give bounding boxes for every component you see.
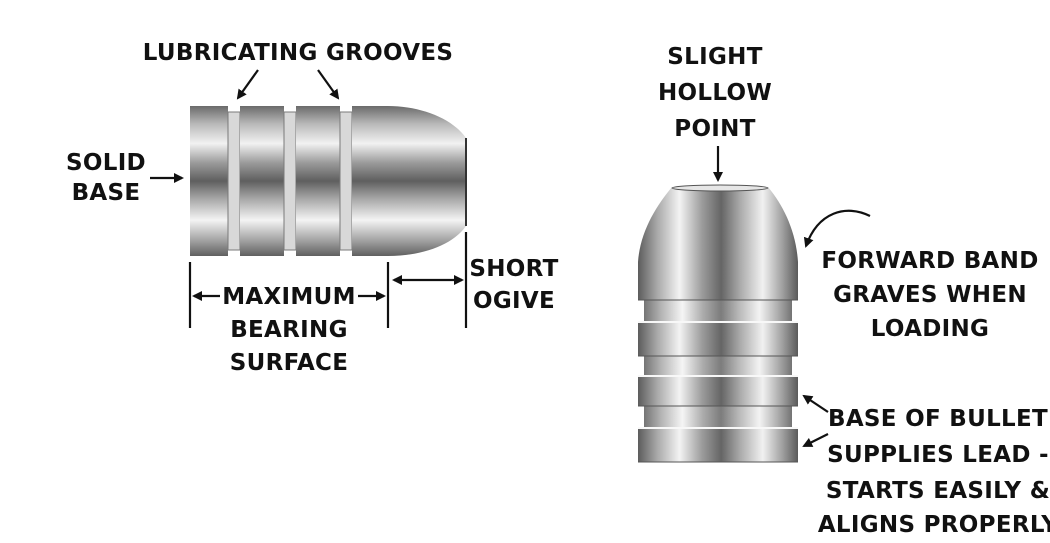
right-bullet-forward-band [638, 262, 798, 300]
short-ogive-label-line2: OGIVE [473, 288, 555, 314]
base-label-line1: BASE OF BULLET [828, 406, 1048, 432]
right-bullet-nose [638, 187, 798, 262]
bearing-label-line3: SURFACE [230, 350, 349, 376]
left-annotations [150, 69, 468, 328]
base-arrow-lower [802, 433, 829, 447]
right-bullet-groove [644, 406, 792, 428]
short-ogive-label-line1: SHORT [469, 256, 558, 282]
right-bullet-base-band [638, 428, 798, 462]
left-bullet-band [296, 106, 340, 256]
bearing-label-line2: BEARING [230, 317, 348, 343]
hollow-point-label-line2: HOLLOW [658, 80, 772, 106]
groove-arrow-right [317, 69, 340, 100]
lubricating-grooves-label: LUBRICATING GROOVES [143, 40, 453, 66]
left-bullet-ogive [388, 106, 466, 256]
left-bullet-groove [339, 111, 353, 251]
left-bullet [190, 106, 467, 256]
right-annotations [713, 146, 871, 447]
left-bullet-base-band [190, 106, 228, 256]
base-arrow-upper [802, 394, 829, 413]
bearing-label-line1: MAXIMUM [222, 284, 356, 310]
right-bullet [638, 184, 798, 463]
base-label-line4: ALIGNS PROPERLY [818, 512, 1050, 538]
solid-base-label-line2: BASE [72, 180, 141, 206]
forward-band-label-line3: LOADING [871, 316, 989, 342]
hollow-point-label-line3: POINT [674, 116, 755, 142]
forward-band-label-line2: GRAVES WHEN [833, 282, 1027, 308]
left-bullet-groove [283, 111, 297, 251]
left-bullet-front-band [352, 106, 388, 256]
hollow-point-label-line1: SLIGHT [667, 44, 762, 70]
forward-band-arrow [803, 209, 871, 248]
base-label-line3: STARTS EASILY & [826, 478, 1050, 504]
base-label-line2: SUPPLIES LEAD - [827, 442, 1049, 468]
right-bullet-band [638, 376, 798, 406]
right-bullet-groove [644, 300, 792, 322]
solid-base-label-line1: SOLID [66, 150, 146, 176]
forward-band-label-line1: FORWARD BAND [821, 248, 1038, 274]
right-bullet-band [638, 322, 798, 356]
groove-arrow-left [236, 69, 259, 100]
left-bullet-band [240, 106, 284, 256]
left-bullet-groove [227, 111, 241, 251]
right-bullet-groove [644, 356, 792, 376]
